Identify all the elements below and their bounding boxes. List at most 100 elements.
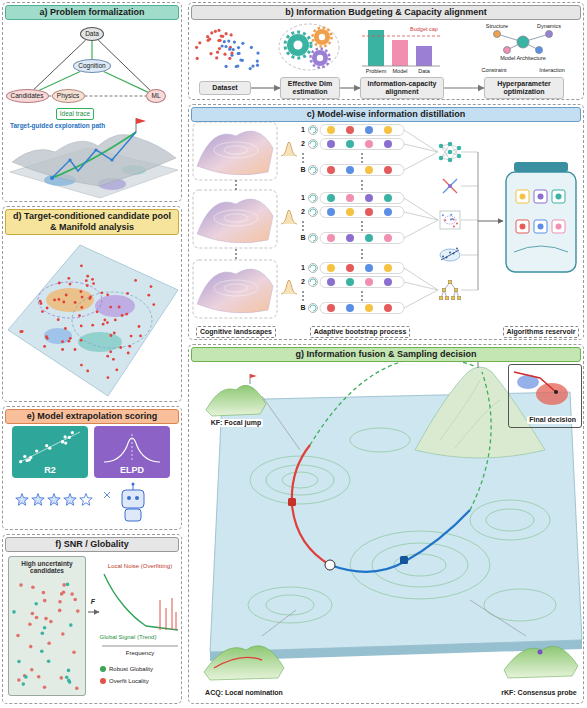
illustration-circle <box>237 52 240 55</box>
illustration-circle <box>17 660 21 664</box>
illustration-path <box>104 574 178 630</box>
illustration-line <box>404 152 438 170</box>
illustration-circle <box>327 194 335 202</box>
illustration-circle <box>302 229 304 231</box>
illustration-circle <box>61 440 64 443</box>
illustration-circle <box>384 126 392 134</box>
illustration-circle <box>251 65 254 68</box>
illustration-line <box>478 221 503 222</box>
illustration-circle <box>494 31 501 38</box>
illustration-rect <box>288 498 296 506</box>
illustration-circle <box>217 29 220 32</box>
illustration-circle <box>110 158 113 161</box>
robot-icon <box>104 483 144 522</box>
illustration-circle <box>361 253 363 255</box>
illustration-line <box>404 220 438 238</box>
illustration-circle <box>47 641 51 645</box>
illustration-ellipse <box>214 142 258 158</box>
illustration-circle <box>361 188 363 190</box>
illustration-circle <box>235 180 237 182</box>
illustration-circle <box>327 278 335 286</box>
illustration-circle <box>70 592 74 596</box>
axis-label: Frequency <box>126 650 154 657</box>
illustration-circle <box>48 447 51 450</box>
illustration-circle <box>536 47 543 54</box>
connector <box>340 87 360 88</box>
cap-label: Budget cap <box>410 26 438 32</box>
illustration-circle <box>453 226 455 228</box>
illustration-rect <box>445 296 449 300</box>
illustration-path <box>52 132 136 178</box>
score-cards <box>12 426 170 478</box>
illustration-circle <box>384 234 392 242</box>
illustration-circle <box>80 290 83 293</box>
score-card: ELPD <box>94 426 170 478</box>
illustration-circle <box>43 626 47 630</box>
illustration-circle <box>89 296 92 299</box>
node-label: Effective Dim estimation <box>284 80 336 96</box>
node-label: Hyperparameter optimization <box>488 80 560 96</box>
illustration-rect <box>368 30 384 66</box>
illustration-circle <box>256 64 259 67</box>
illustration-circle <box>384 304 392 312</box>
illustration-path <box>330 510 470 572</box>
illustration-ellipse <box>440 249 460 261</box>
illustration-rect <box>514 162 568 172</box>
illustration-circle <box>198 41 201 44</box>
illustration-circle <box>96 310 99 313</box>
illustration-circle <box>384 166 392 174</box>
illustration-line <box>262 610 296 636</box>
illustration-circle <box>346 234 354 242</box>
illustration-path <box>104 492 110 498</box>
gear-icons <box>279 24 339 70</box>
illustration-circle <box>127 352 130 355</box>
inset-caption: rKF: Consensus probe <box>499 689 578 697</box>
panel-heading: b) Information Budgeting & Capacity alig… <box>191 5 581 20</box>
illustration-circle <box>61 348 64 351</box>
node-label: High uncertainty candidates <box>12 560 82 575</box>
illustration-ellipse <box>224 146 248 154</box>
illustration-circle <box>346 264 354 272</box>
illustration-circle <box>58 298 61 301</box>
illustration-circle <box>114 319 117 322</box>
illustration-path <box>204 646 284 680</box>
illustration-line <box>404 130 438 152</box>
illustration-ellipse <box>350 428 410 452</box>
illustration-circle <box>237 52 240 55</box>
illustration-circle <box>327 264 335 272</box>
illustration-circle <box>221 44 224 47</box>
illustration-circle <box>449 252 451 254</box>
illustration-circle <box>361 249 363 251</box>
illustration-circle <box>29 645 33 649</box>
illustration-circle <box>365 126 373 134</box>
illustration-circle <box>47 659 51 663</box>
illustration-circle <box>302 299 304 301</box>
illustration-circle <box>249 67 252 70</box>
illustration-circle <box>313 28 332 47</box>
inset-figure: KF: Focal jump <box>200 366 272 430</box>
spectrum-chart <box>8 556 178 696</box>
panel: f) SNR / GlobalityHigh uncertainty candi… <box>2 534 182 704</box>
illustration-circle <box>28 622 32 626</box>
inset-illustrations <box>204 372 578 680</box>
illustration-path <box>197 199 273 243</box>
illustration-circle <box>456 248 458 250</box>
illustration-circle <box>448 142 452 146</box>
illustration-circle <box>538 194 544 200</box>
illustration-circle <box>196 57 199 60</box>
inset-caption: Final decision <box>527 416 578 424</box>
illustration-circle <box>74 301 77 304</box>
illustration-circle <box>71 431 74 434</box>
illustration-rect <box>320 193 404 204</box>
illustration-circle <box>302 161 304 163</box>
illustration-circle <box>361 221 363 223</box>
connector <box>91 41 92 59</box>
illustration-circle <box>384 208 392 216</box>
illustration-circle <box>91 278 94 281</box>
illustration-circle <box>309 126 318 135</box>
inset-figure: Final decision <box>508 364 582 428</box>
illustration-polygon <box>16 494 28 506</box>
node-label: Information-capacity alignment <box>364 80 440 96</box>
icon-label: Model Architecture <box>500 55 546 61</box>
illustration-circle <box>132 483 135 486</box>
